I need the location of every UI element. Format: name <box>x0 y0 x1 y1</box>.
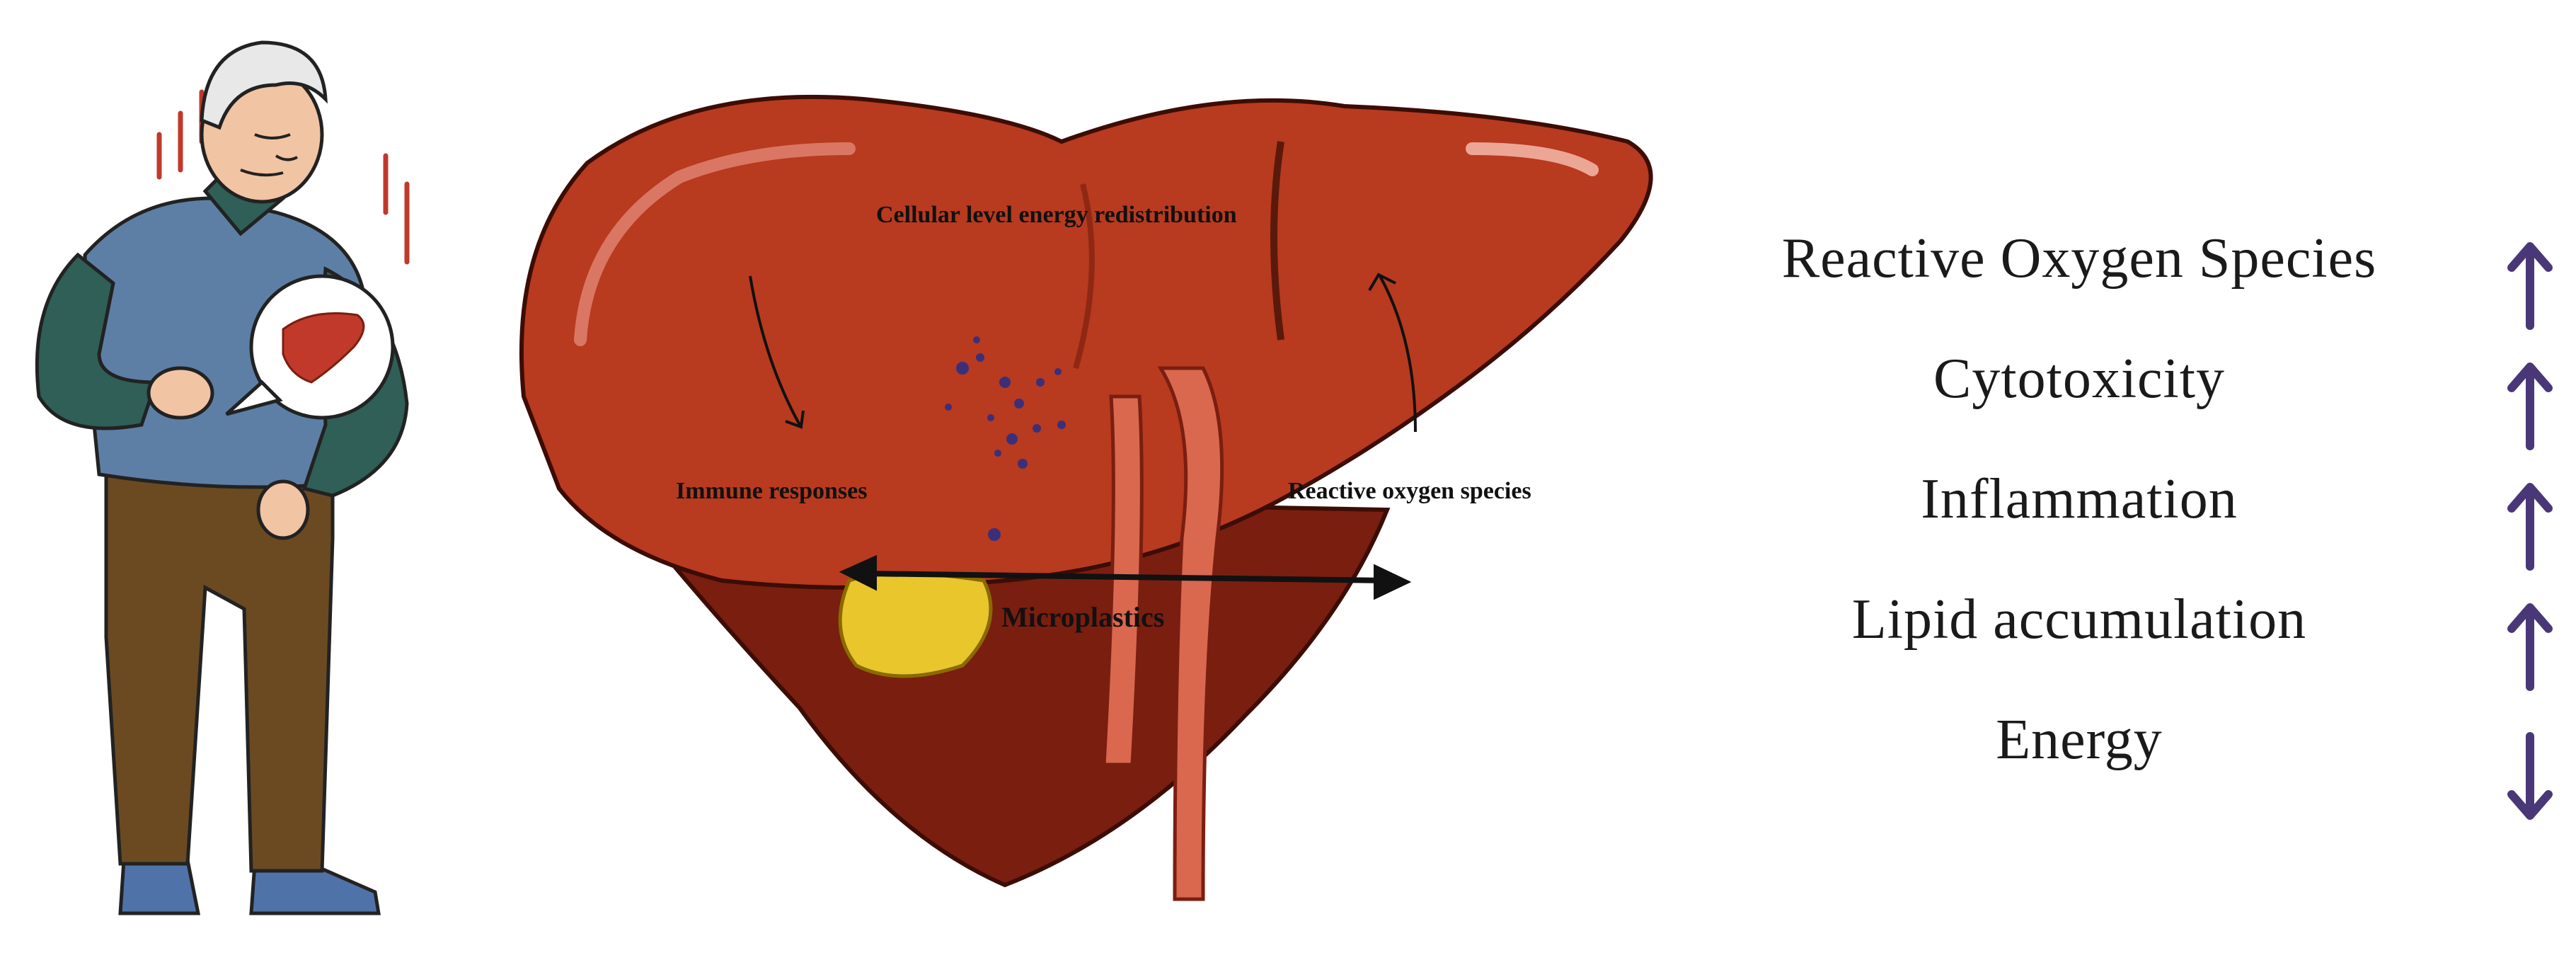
label-immune-responses: Immune responses <box>676 478 868 504</box>
liver-illustration <box>519 94 1653 901</box>
small-liver-icon <box>282 312 365 384</box>
effect-label-1: Cytotoxicity <box>1933 348 2225 410</box>
effect-label-3: Lipid accumulation <box>1851 588 2307 651</box>
microplastic-particles <box>945 336 1066 541</box>
arrow-up-icon-3 <box>2507 603 2553 691</box>
face-wrinkle <box>254 133 291 139</box>
hair <box>200 40 328 130</box>
effect-label-0: Reactive Oxygen Species <box>1781 227 2377 290</box>
right-hand <box>256 479 310 540</box>
curved-arrow-right <box>1368 273 1417 433</box>
left-hand <box>146 366 214 420</box>
left-shoe <box>118 858 201 915</box>
blood-vessel-branch <box>1102 394 1144 767</box>
effect-label-4: Energy <box>1996 709 2163 771</box>
elderly-man-figure <box>35 40 410 915</box>
arrow-up-icon-2 <box>2507 483 2553 571</box>
effect-label-2: Inflammation <box>1921 468 2238 530</box>
blood-vessel <box>1157 366 1224 901</box>
label-energy-redistribution: Cellular level energy redistribution <box>876 202 1237 228</box>
arrow-down-icon-4 <box>2507 732 2553 820</box>
double-arrow <box>839 554 1412 600</box>
arrow-up-icon-1 <box>2507 362 2553 450</box>
sweater <box>83 196 367 489</box>
label-microplastics: Microplastics <box>1001 601 1165 633</box>
effect-arrows <box>2507 242 2553 820</box>
curved-arrow-left <box>749 275 805 429</box>
gallbladder <box>838 571 993 678</box>
label-reactive-oxygen-species: Reactive oxygen species <box>1288 478 1531 504</box>
liver-speech-bubble <box>225 274 395 420</box>
left-arm <box>35 252 159 430</box>
trousers <box>104 451 335 873</box>
arrow-up-icon-0 <box>2507 242 2553 330</box>
